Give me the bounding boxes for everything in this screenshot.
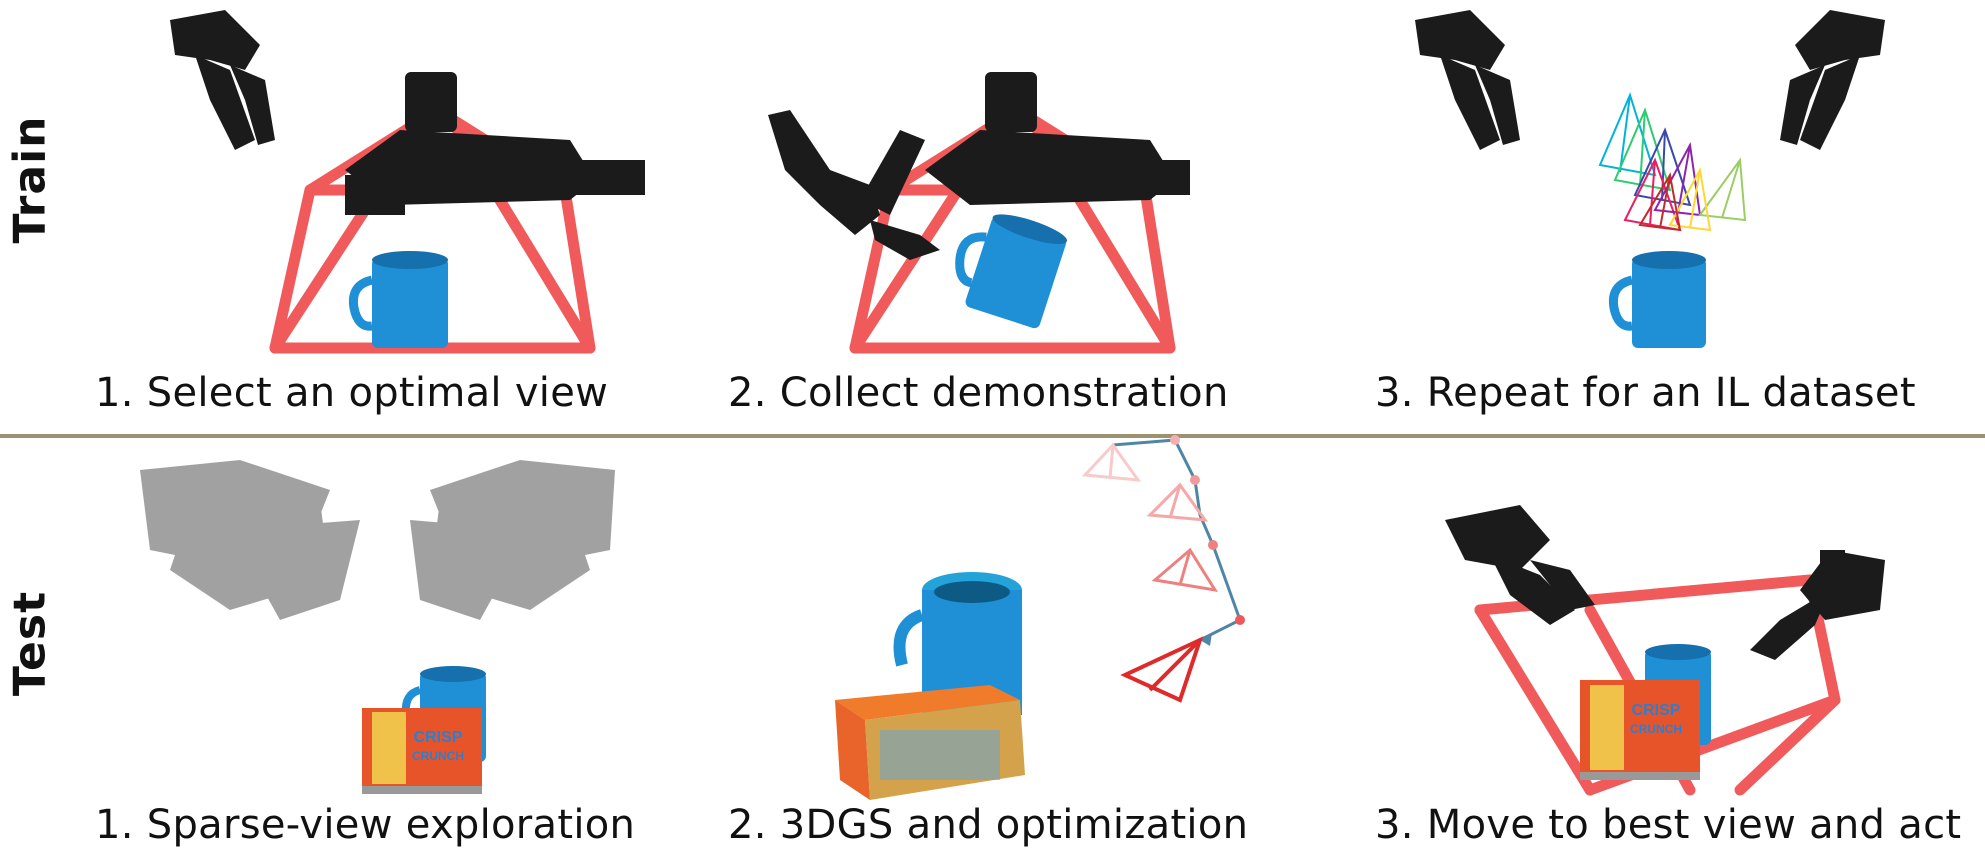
gripper-icon bbox=[170, 10, 275, 150]
row-divider bbox=[0, 434, 1985, 438]
train-panel-2 bbox=[760, 0, 1210, 365]
train-step1-caption: 1. Select an optimal view bbox=[95, 370, 609, 416]
robot-gripper-icon bbox=[345, 72, 645, 215]
gripper-icon bbox=[1780, 10, 1885, 150]
test-panel-3: CRISP CRUNCH bbox=[1440, 500, 1900, 800]
test-panel-1: CRISP CRUNCH bbox=[130, 450, 650, 800]
test-step1-caption: 1. Sparse-view exploration bbox=[95, 802, 636, 848]
cereal-box-icon bbox=[1580, 680, 1700, 780]
cereal-box-label: CRISP bbox=[414, 729, 463, 746]
ghost-gripper-icon bbox=[410, 460, 615, 620]
train-step2-caption: 2. Collect demonstration bbox=[728, 370, 1229, 416]
camera-frustum-set bbox=[1598, 92, 1747, 232]
mug-icon bbox=[348, 251, 448, 348]
gripper-icon bbox=[1415, 10, 1520, 150]
test-step1-illustration: CRISP CRUNCH bbox=[140, 460, 615, 794]
train-row-label: Train bbox=[4, 115, 56, 244]
gripper-icon bbox=[1750, 550, 1885, 660]
test-panel-2 bbox=[820, 430, 1290, 800]
optimization-trajectory bbox=[1112, 435, 1245, 646]
mug-icon bbox=[955, 214, 1068, 329]
reconstructed-box-icon bbox=[835, 685, 1025, 800]
test-step2-caption: 2. 3DGS and optimization bbox=[728, 802, 1249, 848]
test-step3-illustration: CRISP CRUNCH bbox=[1445, 505, 1885, 796]
cereal-box-icon bbox=[362, 708, 482, 794]
train-step3-illustration bbox=[1415, 10, 1885, 348]
mug-icon bbox=[1608, 251, 1706, 348]
gripper-icon bbox=[768, 110, 940, 260]
cereal-box-label-2: CRUNCH bbox=[1630, 722, 1682, 736]
test-step3-caption: 3. Move to best view and act bbox=[1375, 802, 1962, 848]
cereal-box-label: CRISP bbox=[1632, 702, 1681, 719]
gripper-icon bbox=[1445, 505, 1595, 625]
train-step2-illustration bbox=[768, 72, 1190, 354]
train-step3-caption: 3. Repeat for an IL dataset bbox=[1375, 370, 1916, 416]
test-row-label: Test bbox=[4, 590, 56, 697]
train-panel-1 bbox=[150, 0, 650, 365]
camera-frustum-sequence bbox=[1081, 442, 1219, 703]
train-step1-illustration bbox=[170, 10, 645, 354]
ghost-gripper-icon bbox=[140, 460, 360, 620]
cereal-box-label-2: CRUNCH bbox=[412, 749, 464, 763]
train-panel-3 bbox=[1400, 0, 1900, 365]
test-step2-illustration bbox=[835, 435, 1245, 800]
robot-gripper-icon bbox=[925, 72, 1190, 205]
